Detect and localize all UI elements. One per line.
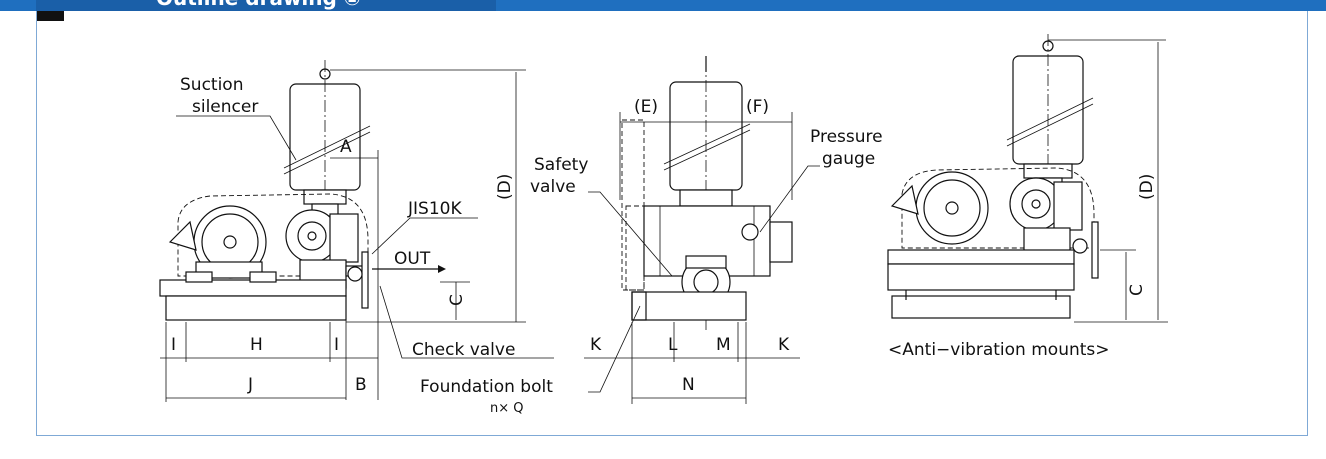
dim-L: L [668, 335, 678, 355]
dim-C-left: C [447, 294, 467, 306]
side-view-left [159, 60, 554, 402]
dim-I-left: I [171, 335, 176, 355]
label-anti-vibration-mounts: <Anti−vibration mounts> [888, 340, 1110, 360]
dim-K-right: K [778, 335, 790, 355]
label-jis10k: JIS10K [407, 199, 462, 219]
label-foundation-bolt: Foundation bolt [420, 377, 553, 397]
dim-E: (E) [634, 97, 658, 117]
label-safety-valve-line1: Safety [534, 155, 588, 175]
dim-N: N [682, 375, 695, 395]
dim-C-right: C [1127, 284, 1147, 296]
dim-D-left: (D) [495, 174, 515, 200]
label-safety-valve-line2: valve [530, 177, 576, 197]
label-n-x-q: n× Q [490, 401, 524, 416]
front-view-center [584, 56, 820, 404]
dim-D-right: (D) [1137, 174, 1157, 200]
dim-I-right: I [334, 335, 339, 355]
page-title: Outline drawing ① [156, 0, 361, 10]
label-check-valve: Check valve [412, 340, 515, 360]
label-suction-silencer-line1: Suction [180, 75, 243, 95]
dim-K-left: K [590, 335, 602, 355]
side-view-right [887, 34, 1168, 323]
corner-mark [36, 11, 64, 21]
label-pressure-gauge-line2: gauge [822, 149, 875, 169]
header-tab: Outline drawing ① [36, 0, 496, 11]
label-out: OUT [394, 249, 431, 269]
dim-H: H [250, 335, 263, 355]
dim-B: B [355, 375, 367, 395]
dim-J: J [247, 375, 253, 395]
header-bar [0, 0, 1326, 11]
dim-F: (F) [746, 97, 769, 117]
label-pressure-gauge-line1: Pressure [810, 127, 883, 147]
dim-A: A [340, 137, 352, 157]
drawing-frame [36, 11, 1308, 436]
label-suction-silencer-line2: silencer [192, 97, 258, 117]
dim-M: M [716, 335, 731, 355]
